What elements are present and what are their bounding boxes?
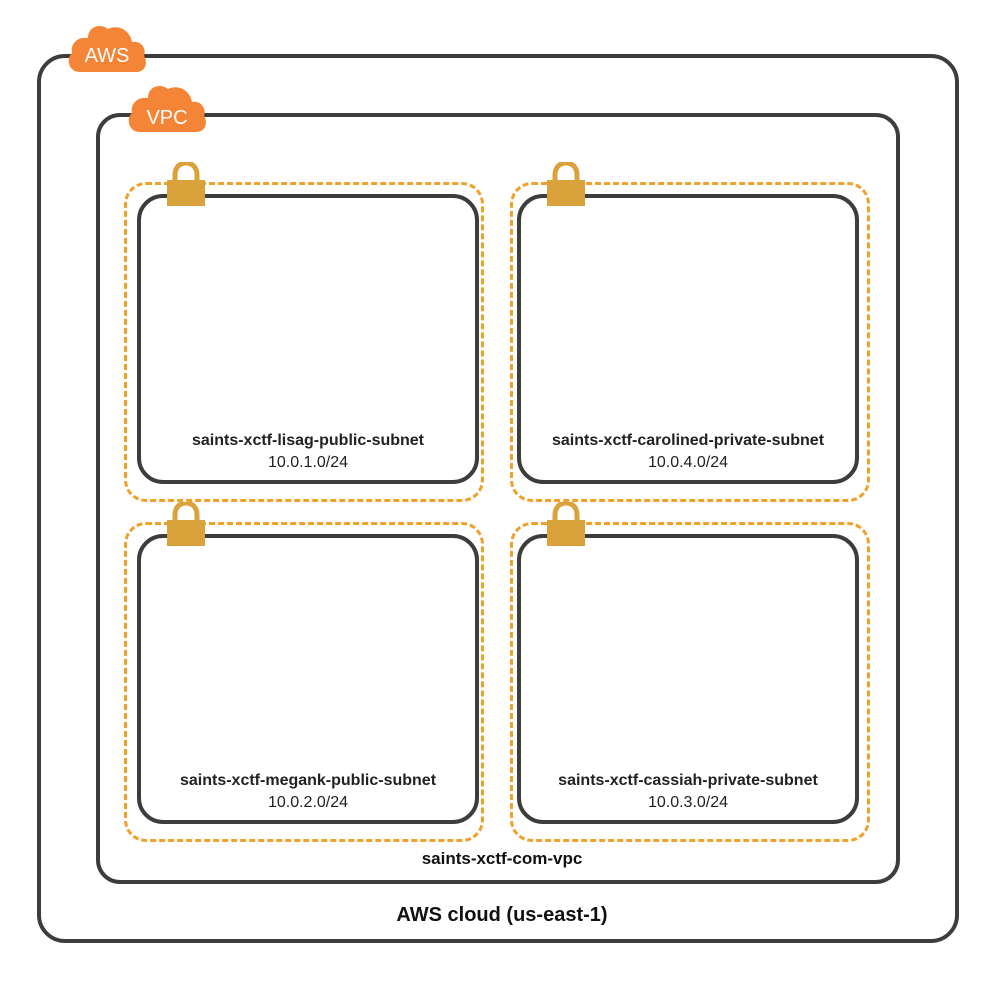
vpc-badge-label: VPC (146, 107, 187, 129)
zone-boundary-top-left (124, 182, 484, 502)
subnet-name: saints-xctf-megank-public-subnet (179, 772, 437, 789)
subnet-caption: saints-xctf-carolined-private-subnet 10.… (521, 432, 855, 472)
subnet-box-lisag: saints-xctf-lisag-public-subnet 10.0.1.0… (137, 194, 479, 484)
lock-icon (167, 502, 205, 546)
lock-icon (547, 162, 585, 206)
subnet-cidr: 10.0.4.0/24 (647, 454, 729, 471)
vpc-label: saints-xctf-com-vpc (421, 849, 583, 868)
lock-icon (547, 502, 585, 546)
vpc-container (96, 113, 900, 884)
aws-cloud-container (37, 54, 959, 943)
subnet-box-cassiah: saints-xctf-cassiah-private-subnet 10.0.… (517, 534, 859, 824)
subnet-cidr: 10.0.1.0/24 (267, 454, 349, 471)
subnet-cidr: 10.0.2.0/24 (267, 794, 349, 811)
subnet-name: saints-xctf-cassiah-private-subnet (558, 772, 818, 789)
lock-icon (167, 162, 205, 206)
subnet-box-megank: saints-xctf-megank-public-subnet 10.0.2.… (137, 534, 479, 824)
subnet-box-carolined: saints-xctf-carolined-private-subnet 10.… (517, 194, 859, 484)
subnet-caption: saints-xctf-cassiah-private-subnet 10.0.… (521, 772, 855, 812)
cloud-region-label: AWS cloud (us-east-1) (396, 904, 608, 926)
zone-boundary-bottom-left (124, 522, 484, 842)
subnet-name: saints-xctf-lisag-public-subnet (191, 432, 425, 449)
vpc-cloud-icon: VPC (128, 86, 206, 132)
subnet-caption: saints-xctf-lisag-public-subnet 10.0.1.0… (141, 432, 475, 472)
zone-boundary-bottom-right (510, 522, 870, 842)
subnet-name: saints-xctf-carolined-private-subnet (551, 432, 825, 449)
zone-boundary-top-right (510, 182, 870, 502)
subnet-caption: saints-xctf-megank-public-subnet 10.0.2.… (141, 772, 475, 812)
subnet-cidr: 10.0.3.0/24 (647, 794, 729, 811)
aws-badge-label: AWS (85, 45, 130, 67)
aws-cloud-icon: AWS (68, 26, 146, 72)
